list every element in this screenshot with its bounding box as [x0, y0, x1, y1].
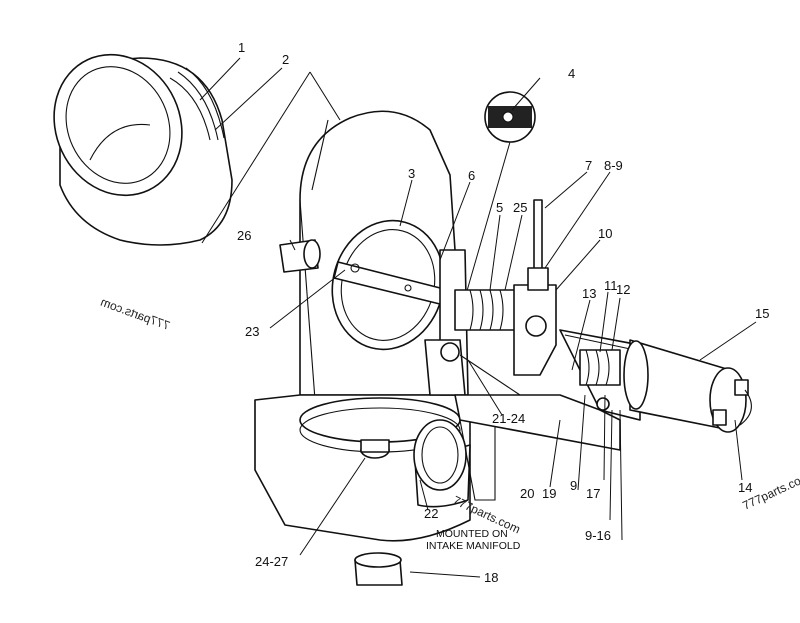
label-part-6: 6: [468, 168, 475, 183]
label-part-8-9: 8-9: [604, 158, 623, 173]
label-part-3: 3: [408, 166, 415, 181]
label-part-5: 5: [496, 200, 503, 215]
part-nut-bolt: [354, 439, 403, 586]
part-butterfly-valve: [331, 219, 449, 351]
part-actuator: [454, 329, 752, 451]
callout-labels: 1 2 3 4 5 25 6 7 8-9 10 11 12 13 15 14 2…: [237, 40, 769, 585]
label-part-11: 11: [604, 278, 618, 293]
label-part-1: 1: [238, 40, 245, 55]
label-part-23: 23: [245, 324, 259, 339]
part-detail-inset: [459, 91, 536, 316]
label-part-22: 22: [424, 506, 438, 521]
leader-lines: [199, 57, 757, 578]
label-part-9-16: 9-16: [585, 528, 611, 543]
label-part-26: 26: [237, 228, 251, 243]
label-part-20: 20: [520, 486, 534, 501]
label-part-2: 2: [282, 52, 289, 67]
mounting-note: MOUNTED ON INTAKE MANIFOLD: [426, 528, 521, 552]
label-part-12: 12: [616, 282, 630, 297]
label-part-9: 9: [570, 478, 577, 493]
label-part-19: 19: [542, 486, 556, 501]
label-part-13: 13: [582, 286, 596, 301]
label-part-17: 17: [586, 486, 600, 501]
label-part-21-24: 21-24: [492, 411, 525, 426]
watermark-left: 777parts.com: [99, 295, 172, 333]
part-hose-adapter: [53, 53, 233, 246]
label-part-25: 25: [513, 200, 527, 215]
label-part-14: 14: [738, 480, 752, 495]
label-part-15: 15: [755, 306, 769, 321]
note-line-1: MOUNTED ON: [436, 528, 508, 540]
label-part-4: 4: [568, 66, 575, 81]
note-line-2: INTAKE MANIFOLD: [426, 540, 521, 552]
label-part-18: 18: [484, 570, 498, 585]
label-part-7: 7: [585, 158, 592, 173]
label-part-24-27: 24-27: [255, 554, 288, 569]
label-part-10: 10: [598, 226, 612, 241]
